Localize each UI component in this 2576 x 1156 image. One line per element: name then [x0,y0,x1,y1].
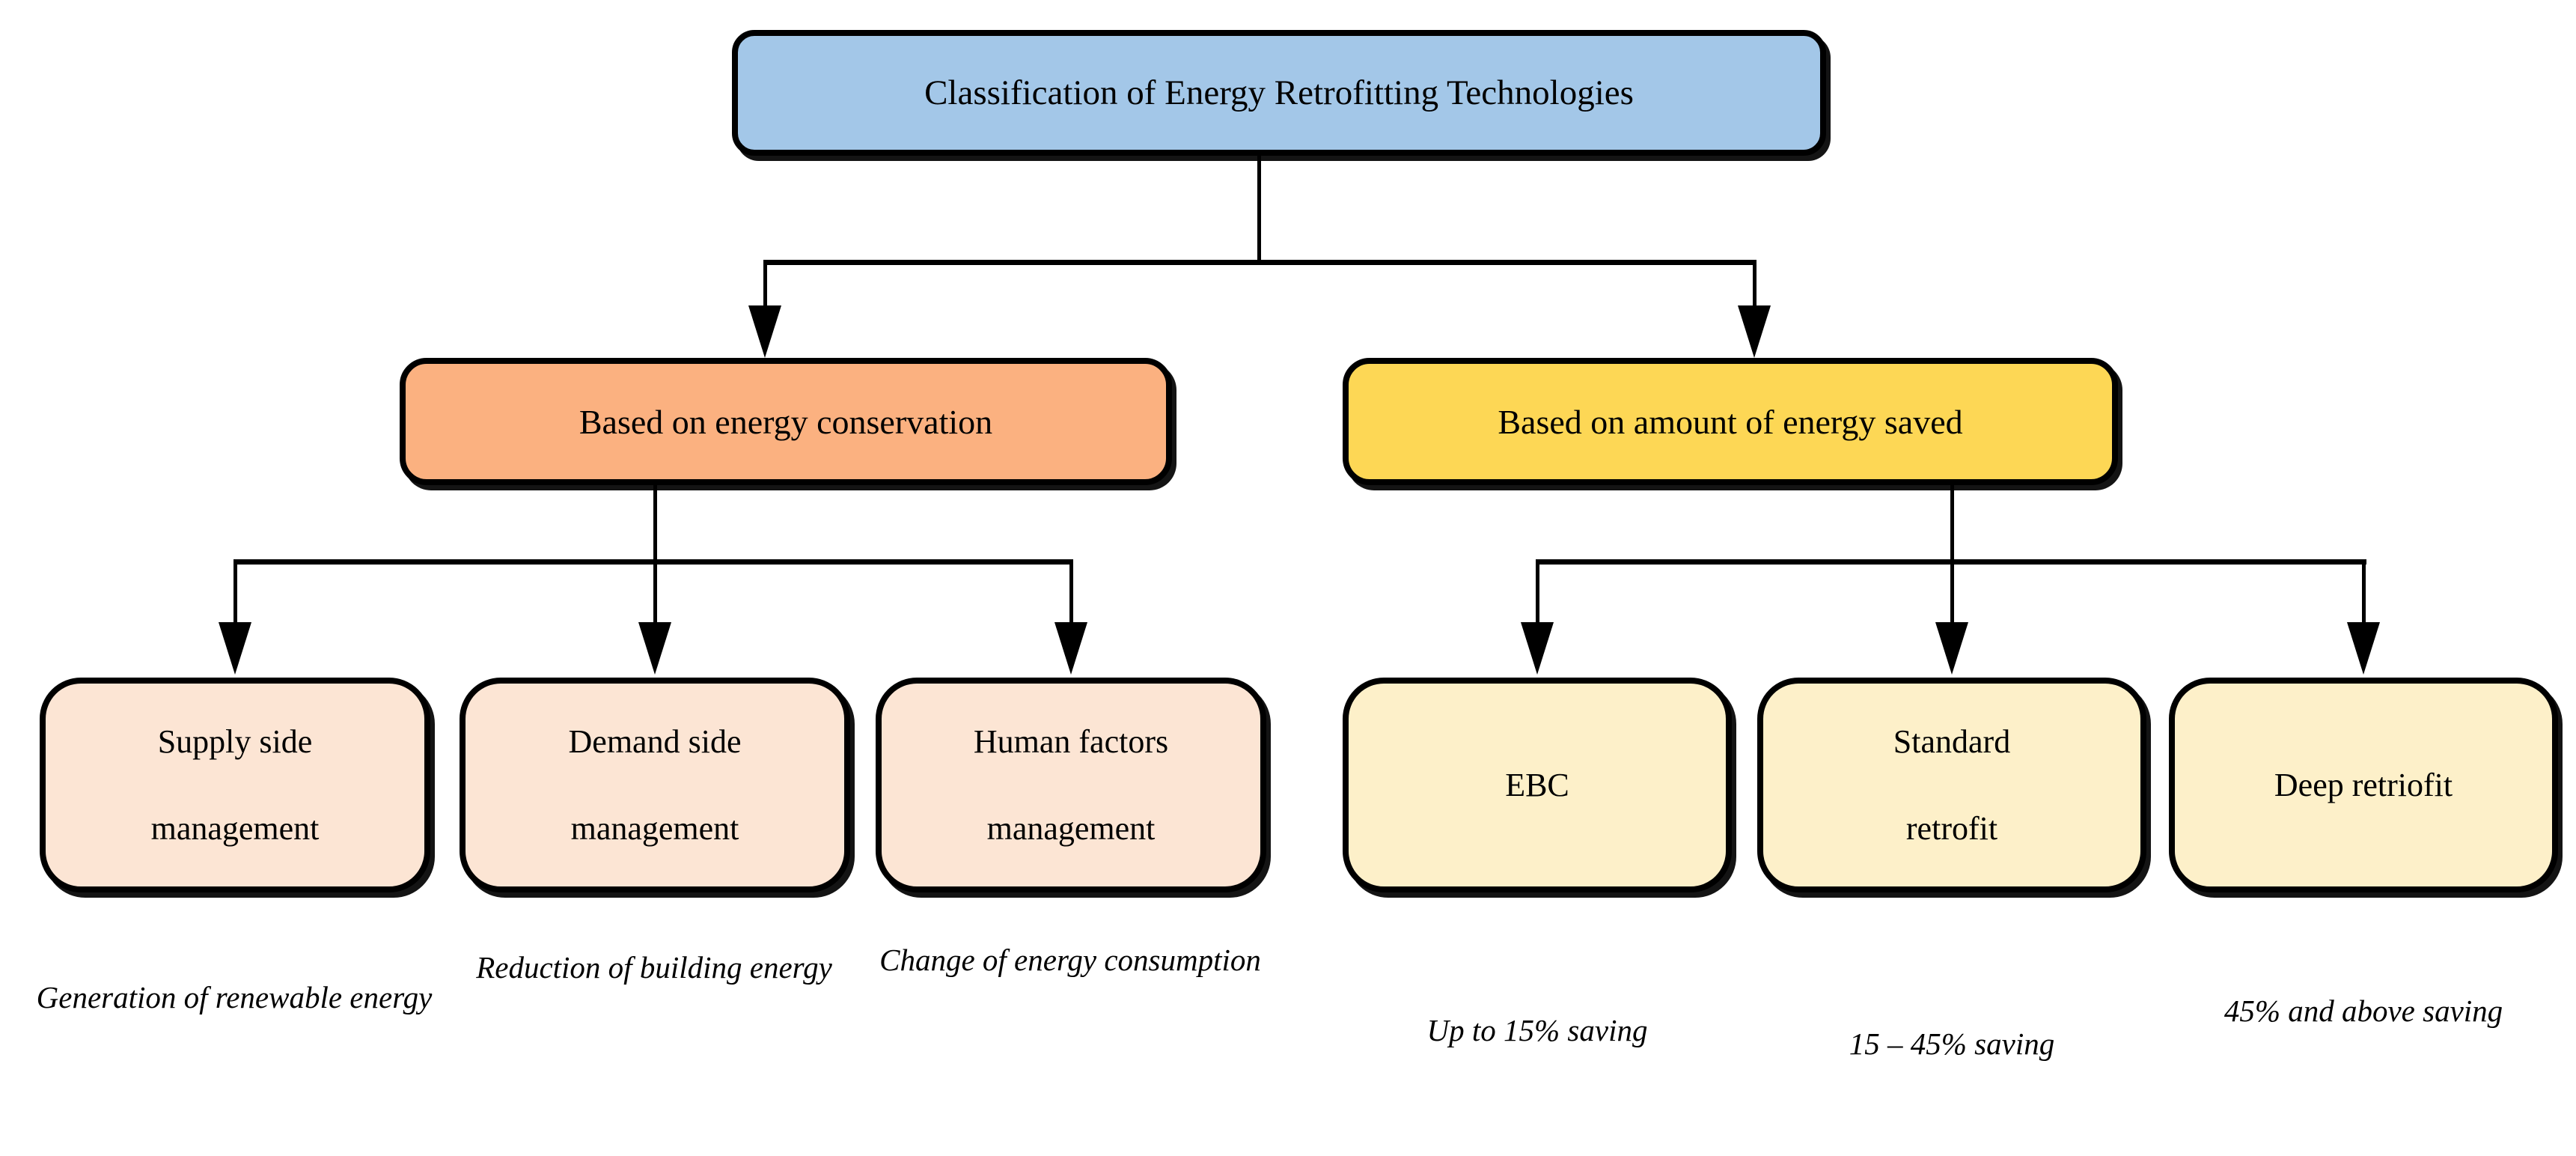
conservation-rail-line [234,559,1073,565]
node-demand-side-label-line2: management [570,809,739,847]
root-stem-line [1257,154,1261,262]
node-deep-retrofit-label: Deep retriofit [2274,766,2453,803]
caption-deep-retrofit-line2: saving [2423,994,2503,1028]
caption-demand-side-line2: building energy [639,950,832,985]
caption-human-factors: Change of energy consumption [861,919,1280,1000]
node-branch-energy-conservation-label: Based on energy conservation [579,402,993,441]
node-branch-energy-conservation: Based on energy conservation [400,358,1172,485]
caption-human-factors-line1: Change of energy [879,943,1097,977]
node-standard-retrofit-label-line2: retrofit [1905,809,1998,847]
node-root: Classification of Energy Retrofitting Te… [732,30,1826,156]
caption-demand-side: Reduction of building energy [445,927,864,1008]
node-supply-side-management: Supply side management [40,678,430,892]
caption-human-factors-line2: consumption [1104,943,1261,977]
arrow-down-icon [219,622,251,675]
caption-deep-retrofit-line1: 45% and above [2224,994,2415,1028]
arrow-down-icon [1521,622,1554,675]
node-human-factors-management: Human factors management [876,678,1266,892]
caption-ebc-line1: Up to 15% saving [1426,1013,1648,1047]
node-branch-energy-saved: Based on amount of energy saved [1343,358,2118,485]
caption-supply-side-line2: renewable energy [215,980,433,1014]
arrow-down-icon [1738,305,1771,358]
savings-stem-line [1950,485,1954,562]
conservation-drop1-line [234,563,237,623]
root-drop-right-line [1753,264,1756,307]
conservation-stem-line [653,485,657,562]
caption-supply-side-line1: Generation of [36,980,208,1014]
arrow-down-icon [748,305,781,358]
savings-drop1-line [1536,563,1539,623]
root-rail-line [763,260,1756,265]
node-deep-retrofit: Deep retriofit [2169,678,2558,892]
arrow-down-icon [1054,622,1087,675]
node-standard-retrofit: Standard retrofit [1757,678,2146,892]
node-root-label: Classification of Energy Retrofitting Te… [924,73,1634,112]
node-demand-side-label-line1: Demand side [568,722,742,760]
caption-demand-side-line1: Reduction of [476,950,632,985]
arrow-down-icon [1935,622,1968,675]
node-supply-side-label-line2: management [150,809,320,847]
savings-drop2-line [1950,563,1954,623]
caption-ebc: Up to 15% saving [1328,990,1747,1071]
caption-deep-retrofit: 45% and above saving [2154,970,2573,1051]
caption-supply-side: Generation of renewable energy [25,957,444,1038]
node-standard-retrofit-label-line1: Standard [1893,722,2011,760]
node-human-factors-label-line1: Human factors [973,722,1169,760]
caption-standard-retrofit-line1: 15 – 45% saving [1849,1026,2055,1061]
node-ebc: EBC [1343,678,1732,892]
root-drop-left-line [763,264,767,307]
node-ebc-label: EBC [1505,766,1569,803]
savings-drop3-line [2362,563,2366,623]
conservation-drop2-line [653,563,657,623]
node-demand-side-management: Demand side management [460,678,850,892]
arrow-down-icon [638,622,671,675]
node-supply-side-label-line1: Supply side [157,722,313,760]
node-branch-energy-saved-label: Based on amount of energy saved [1498,402,1963,441]
savings-rail-line [1536,559,2366,565]
node-human-factors-label-line2: management [986,809,1156,847]
conservation-drop3-line [1069,563,1073,623]
arrow-down-icon [2347,622,2380,675]
caption-standard-retrofit: 15 – 45% saving [1742,1003,2161,1084]
